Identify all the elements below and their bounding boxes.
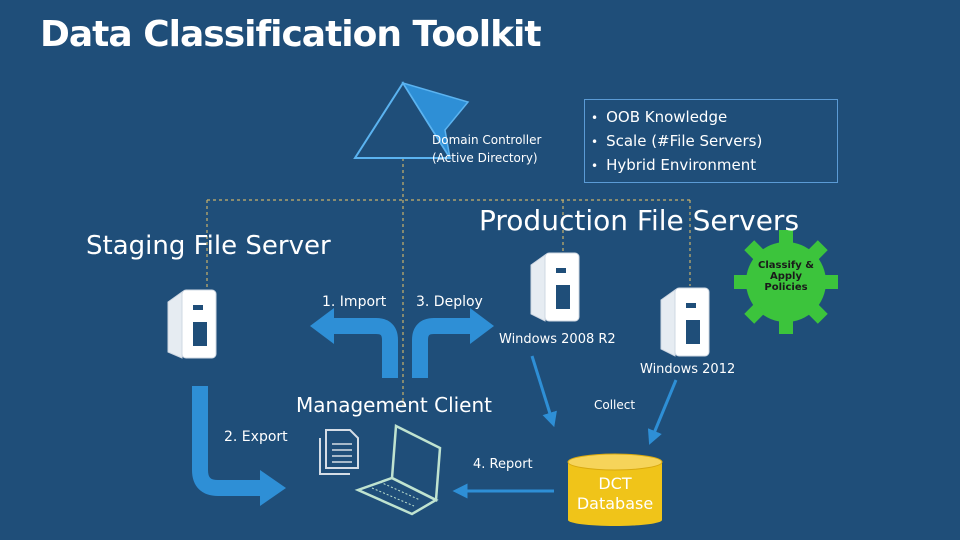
export-arrow-icon bbox=[192, 386, 286, 506]
bullet-item: Scale (#File Servers) bbox=[591, 130, 837, 154]
production-file-servers-label: Production File Servers bbox=[479, 204, 800, 237]
gear-icon bbox=[734, 230, 838, 334]
import-step-label: 1. Import bbox=[322, 294, 387, 310]
domain-controller-label-1: Domain Controller bbox=[432, 133, 542, 147]
domain-controller-label-2: (Active Directory) bbox=[432, 151, 538, 165]
report-step-label: 4. Report bbox=[473, 457, 533, 472]
gear-label-line: Classify & bbox=[758, 260, 814, 271]
document-icon bbox=[319, 429, 359, 475]
database-label-line: DCT bbox=[598, 474, 632, 493]
windows-2012-label: Windows 2012 bbox=[640, 362, 736, 377]
management-client-label: Management Client bbox=[296, 393, 493, 417]
server-2008-icon bbox=[530, 252, 580, 322]
gear-label-line: Apply bbox=[769, 271, 802, 282]
windows-2008-label: Windows 2008 R2 bbox=[499, 332, 616, 347]
deploy-arrow-icon bbox=[412, 308, 494, 378]
gear-label-line: Policies bbox=[764, 282, 808, 293]
export-step-label: 2. Export bbox=[224, 429, 288, 445]
database-label: DCT Database bbox=[570, 474, 660, 514]
thin-arrows bbox=[452, 355, 678, 499]
import-arrow-icon bbox=[310, 308, 398, 378]
laptop-icon bbox=[354, 424, 442, 516]
bullet-item: OOB Knowledge bbox=[591, 106, 837, 130]
gear-label: Classify & Apply Policies bbox=[756, 260, 816, 293]
server-2012-icon bbox=[660, 287, 710, 357]
staging-server-icon bbox=[167, 289, 217, 359]
connector-lines bbox=[206, 158, 691, 410]
feature-list: OOB Knowledge Scale (#File Servers) Hybr… bbox=[584, 99, 838, 183]
domain-controller-icon bbox=[353, 81, 470, 159]
page-title: Data Classification Toolkit bbox=[40, 14, 542, 55]
dct-database-icon bbox=[567, 453, 663, 526]
database-label-line: Database bbox=[576, 494, 654, 513]
collect-step-label: Collect bbox=[594, 398, 636, 412]
staging-file-server-label: Staging File Server bbox=[86, 231, 331, 261]
bullet-item: Hybrid Environment bbox=[591, 154, 837, 178]
deploy-step-label: 3. Deploy bbox=[416, 294, 483, 310]
